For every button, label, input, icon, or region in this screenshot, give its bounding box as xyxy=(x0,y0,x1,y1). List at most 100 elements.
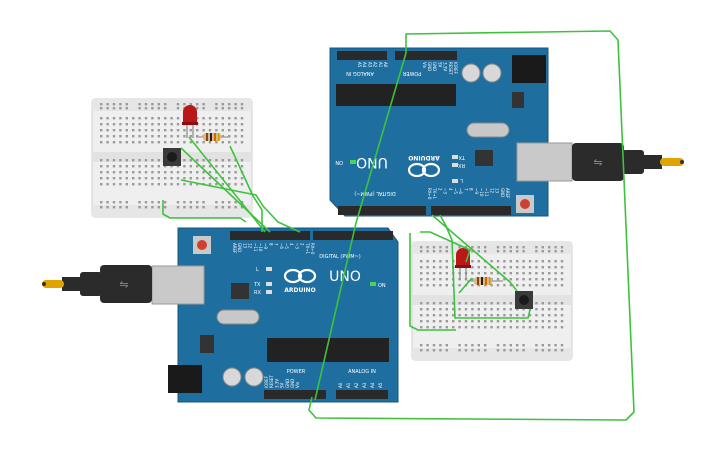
pin-label: ~3 xyxy=(443,188,448,194)
capacitor xyxy=(461,63,481,83)
wire[interactable] xyxy=(431,214,518,292)
wire[interactable] xyxy=(308,30,635,421)
led-right[interactable] xyxy=(455,248,471,280)
wire[interactable] xyxy=(420,231,471,263)
power-label: POWER xyxy=(402,70,421,76)
power-jack xyxy=(168,365,202,393)
tx-led xyxy=(266,282,272,286)
digital-label: DIGITAL (PWM~) xyxy=(319,254,361,260)
arduino-logo xyxy=(407,162,441,178)
pin-label: 2 xyxy=(437,188,442,191)
pin-label: 3.3V xyxy=(274,379,279,388)
crystal xyxy=(216,309,260,325)
capacitor xyxy=(482,63,502,83)
usb-port xyxy=(516,142,573,182)
regulator xyxy=(200,335,214,353)
resistor-left[interactable] xyxy=(196,133,230,141)
reset-cap xyxy=(197,240,207,250)
pin-label: GND xyxy=(237,243,242,252)
usb-port xyxy=(151,265,205,305)
pin-label: A0 xyxy=(338,382,343,388)
arduino-bottom[interactable]: ARDUINO UNO ON L TX RX DIGITAL (PWM~) PO… xyxy=(151,227,399,403)
usb-symbol-icon: ⇋ xyxy=(119,278,128,291)
wire[interactable] xyxy=(458,277,473,294)
l-led xyxy=(452,179,458,183)
power-jack xyxy=(512,55,546,83)
brand-label: ARDUINO xyxy=(284,287,315,294)
model-label: UNO xyxy=(356,154,388,170)
pin-label: ~10 xyxy=(479,188,484,197)
pin-label: GND xyxy=(432,62,437,71)
pin-label: ~10 xyxy=(258,243,263,252)
pushbutton-left[interactable] xyxy=(163,148,181,166)
l-label: L xyxy=(460,177,463,183)
wire[interactable] xyxy=(409,233,456,331)
wire[interactable] xyxy=(180,179,301,233)
on-label: ON xyxy=(378,283,386,289)
pin-label: A0 xyxy=(383,62,388,68)
model-label: UNO xyxy=(329,269,361,285)
tx-label: TX xyxy=(253,282,261,288)
usb-cable-bottom[interactable]: ⇋ xyxy=(42,265,152,303)
pin-label: ~5 xyxy=(284,243,289,249)
pin-label: A4 xyxy=(370,382,375,388)
pin-label: A2 xyxy=(373,62,378,68)
brand-label: ARDUINO xyxy=(408,154,439,161)
pin-label: GND xyxy=(500,188,505,197)
usb-cable-top[interactable]: ⇋ xyxy=(572,143,684,181)
usb-chip xyxy=(231,283,249,299)
analog-label: ANALOG IN xyxy=(346,70,374,76)
wire[interactable] xyxy=(162,200,247,223)
l-led xyxy=(266,267,272,271)
pin-label: 5V xyxy=(437,62,442,68)
digital-header-high xyxy=(230,231,310,240)
pin-label: A5 xyxy=(378,382,383,388)
pin-label: TX→1 xyxy=(432,187,437,200)
reset-cap xyxy=(520,199,530,209)
wire[interactable] xyxy=(314,52,407,401)
pushbutton-right[interactable] xyxy=(515,291,533,309)
pin-label: RESET xyxy=(269,375,274,388)
pin-label: RX←0 xyxy=(310,243,315,255)
led-left[interactable] xyxy=(182,105,198,138)
wire[interactable] xyxy=(180,147,271,233)
pin-label: 12 xyxy=(248,243,253,249)
pin-label: IOREF xyxy=(264,375,269,388)
wire[interactable] xyxy=(229,145,263,232)
arduino-top[interactable]: ARDUINO UNO ON TX RX L POWER ANALOG IN D… xyxy=(329,47,573,217)
usb-symbol-icon: ⇋ xyxy=(593,156,602,169)
breadboard-holes xyxy=(420,246,564,352)
rx-label: RX xyxy=(254,290,261,296)
pin-label: AREF xyxy=(232,243,237,254)
pin-label: RESET xyxy=(448,62,453,75)
wire[interactable] xyxy=(439,214,531,319)
analog-header xyxy=(337,51,387,60)
breadboard-right[interactable] xyxy=(411,241,573,361)
pin-label: RX←0 xyxy=(427,188,432,200)
pin-label: A5 xyxy=(357,62,362,68)
capacitor xyxy=(244,367,264,387)
pin-label: TX→1 xyxy=(305,242,310,255)
pin-label: ~9 xyxy=(474,188,479,194)
pin-label: A1 xyxy=(378,62,383,68)
microcontroller-chip xyxy=(336,84,456,106)
digital-header-low xyxy=(338,206,426,215)
pin-label: 12 xyxy=(489,188,494,194)
resistor-right[interactable] xyxy=(467,277,503,285)
pin-label: 3.3V xyxy=(443,62,448,71)
crystal xyxy=(466,122,510,138)
pin-label: 13 xyxy=(495,188,500,194)
pin-label: ~11 xyxy=(253,243,258,252)
pin-label: ~9 xyxy=(263,243,268,249)
pin-label: IOREF xyxy=(453,62,458,75)
digital-label: DIGITAL (PWM~) xyxy=(354,190,396,196)
pin-label: ~11 xyxy=(484,188,489,197)
arduino-logo xyxy=(283,268,317,284)
pin-label: A3 xyxy=(362,382,367,388)
wire[interactable] xyxy=(188,136,266,233)
pin-label: GND xyxy=(427,62,432,71)
regulator xyxy=(512,92,524,108)
pin-label: 4 xyxy=(448,188,453,191)
l-label: L xyxy=(256,267,259,273)
pin-label: 8 xyxy=(469,188,474,191)
